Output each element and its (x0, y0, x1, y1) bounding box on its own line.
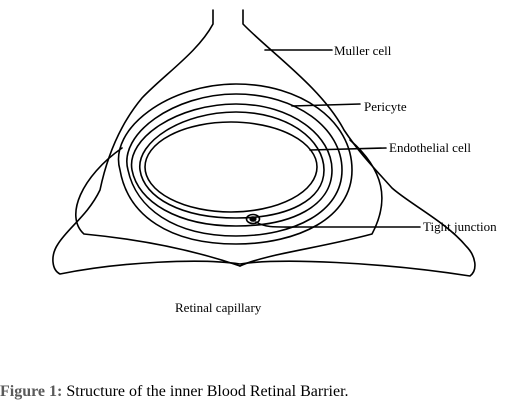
tight-junction-label: Tight junction (423, 219, 497, 234)
endothelial-outer-ring (130, 103, 333, 227)
tight-junction-leader (255, 221, 421, 228)
pericyte-ring (126, 93, 343, 237)
vessel-lumen (144, 121, 318, 213)
figure-caption: Figure 1: Structure of the inner Blood R… (0, 383, 349, 401)
outer-ring (117, 83, 353, 245)
tight-junction-inner (249, 216, 257, 222)
cell-boundary-left (74, 147, 241, 267)
retinal-capillary-label: Retinal capillary (175, 300, 262, 315)
endothelial-cell-leader (309, 147, 387, 151)
pericyte-label: Pericyte (364, 99, 407, 114)
cell-boundary-right (239, 139, 383, 267)
figure-number: Figure 1 (0, 383, 58, 400)
figure-caption-text: Structure of the inner Blood Retinal Bar… (66, 383, 349, 400)
blood-retinal-barrier-diagram: Muller cell Pericyte Endothelial cell Ti… (52, 9, 497, 315)
muller-cell-label: Muller cell (334, 43, 392, 58)
tight-junction-outer (245, 213, 261, 225)
endothelial-inner-ring (139, 111, 325, 219)
endothelial-cell-label: Endothelial cell (389, 140, 471, 155)
caption-separator: : (57, 383, 63, 400)
pericyte-leader (291, 103, 361, 107)
